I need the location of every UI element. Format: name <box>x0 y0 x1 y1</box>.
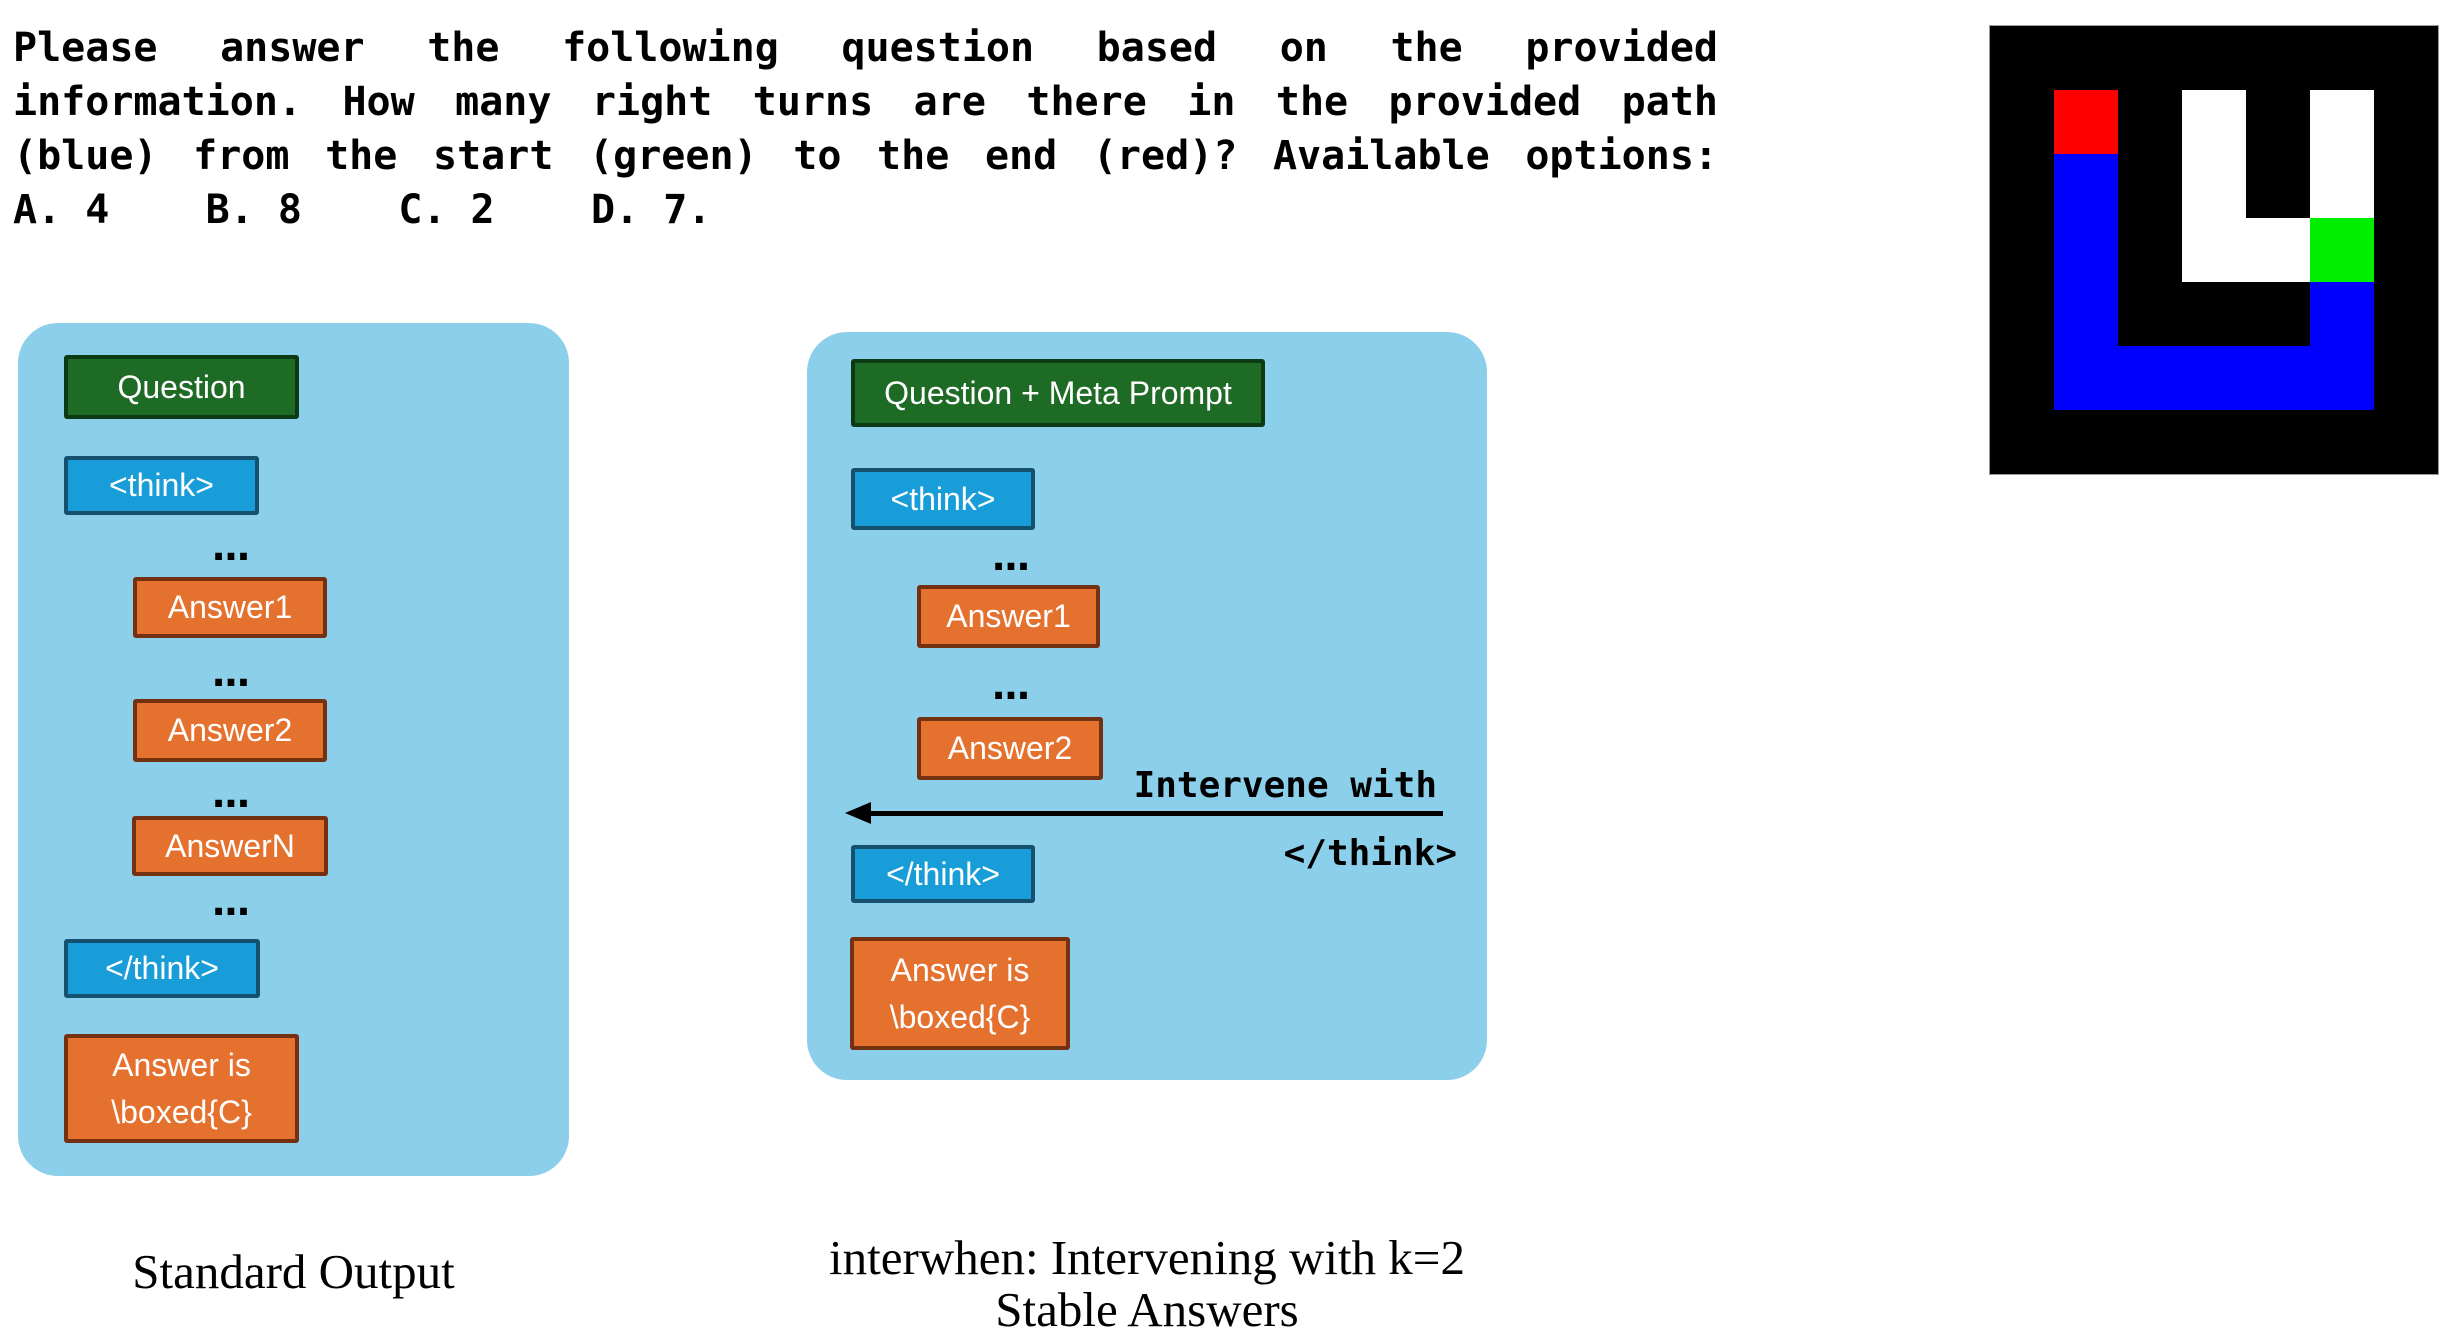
maze-cell <box>2118 26 2182 90</box>
left-caption: Standard Output <box>132 1244 455 1299</box>
right-caption: interwhen: Intervening with k=2 Stable A… <box>807 1232 1487 1336</box>
maze-cell <box>2054 218 2118 282</box>
maze-cell <box>1990 410 2054 474</box>
ellipsis: ... <box>211 772 250 816</box>
question-text: Please answer the following question bas… <box>13 21 1718 237</box>
maze-cell <box>2118 218 2182 282</box>
answer1-box: Answer1 <box>133 577 327 638</box>
intervene-arrow-line <box>868 811 1443 816</box>
question-line-1: Please answer the following question bas… <box>13 25 1718 71</box>
ellipsis: ... <box>991 664 1030 708</box>
question-box: Question <box>64 355 299 419</box>
intervene-with-label: Intervene with <box>1133 765 1437 806</box>
ellipsis: ... <box>991 535 1030 579</box>
question-line-2: information. How many right turns are th… <box>13 79 1718 125</box>
maze-cell <box>2310 218 2374 282</box>
maze-cell <box>2310 26 2374 90</box>
final-answer-line2: \boxed{C} <box>111 1093 252 1130</box>
ellipsis: ... <box>211 651 250 695</box>
final-answer-line1: Answer is <box>890 951 1030 988</box>
maze-cell <box>2182 26 2246 90</box>
ellipsis: ... <box>211 525 250 569</box>
maze-cell <box>2054 346 2118 410</box>
question-options-line: A. 4 B. 8 C. 2 D. 7. <box>13 187 712 233</box>
maze-cell <box>2246 218 2310 282</box>
maze-cell <box>2246 26 2310 90</box>
maze-cell <box>2246 90 2310 154</box>
intervene-arrow-head-icon <box>845 802 871 824</box>
final-answer-box: Answer is \boxed{C} <box>850 937 1070 1050</box>
maze-cell <box>1990 346 2054 410</box>
answer2-box: Answer2 <box>133 699 327 762</box>
maze-cell <box>2182 346 2246 410</box>
maze-cell <box>2374 410 2438 474</box>
think-close-box: </think> <box>851 845 1035 903</box>
right-caption-line2: Stable Answers <box>995 1282 1299 1337</box>
maze-cell <box>2118 154 2182 218</box>
answerN-box: AnswerN <box>132 816 328 876</box>
think-close-box: </think> <box>64 939 260 998</box>
maze-cell <box>2246 282 2310 346</box>
maze-cell <box>2054 282 2118 346</box>
question-line-3: (blue) from the start (green) to the end… <box>13 133 1718 179</box>
maze-cell <box>2118 346 2182 410</box>
maze-cell <box>2374 26 2438 90</box>
maze-cell <box>2118 282 2182 346</box>
maze-cell <box>1990 154 2054 218</box>
final-answer-line1: Answer is <box>112 1046 251 1083</box>
maze-cell <box>2246 154 2310 218</box>
answer2-box: Answer2 <box>917 717 1103 780</box>
maze-cell <box>2182 154 2246 218</box>
maze-cell <box>2054 90 2118 154</box>
maze-cell <box>2182 90 2246 154</box>
maze-cell <box>2374 282 2438 346</box>
maze-cell <box>2182 410 2246 474</box>
maze-cell <box>2118 410 2182 474</box>
maze-cell <box>2054 154 2118 218</box>
maze-cell <box>2310 410 2374 474</box>
question-meta-prompt-box: Question + Meta Prompt <box>851 359 1265 427</box>
maze-cell <box>1990 90 2054 154</box>
think-open-box: <think> <box>64 456 259 515</box>
maze-cell <box>2118 90 2182 154</box>
final-answer-box: Answer is \boxed{C} <box>64 1034 299 1143</box>
maze-cell <box>2310 90 2374 154</box>
maze-cell <box>2374 218 2438 282</box>
maze-cell <box>2374 346 2438 410</box>
maze-image <box>1989 25 2439 475</box>
answer1-box: Answer1 <box>917 585 1100 648</box>
maze-cell <box>2310 154 2374 218</box>
maze-cell <box>2310 346 2374 410</box>
maze-cell <box>2374 90 2438 154</box>
right-caption-line1: interwhen: Intervening with k=2 <box>829 1230 1465 1285</box>
maze-cell <box>1990 282 2054 346</box>
maze-cell <box>2054 26 2118 90</box>
maze-cell <box>1990 218 2054 282</box>
ellipsis: ... <box>211 880 250 924</box>
maze-cell <box>2310 282 2374 346</box>
maze-cell <box>2374 154 2438 218</box>
maze-cell <box>2182 282 2246 346</box>
maze-cell <box>2182 218 2246 282</box>
maze-cell <box>2246 346 2310 410</box>
intervene-think-token: </think> <box>1283 833 1457 874</box>
maze-cell <box>2246 410 2310 474</box>
final-answer-line2: \boxed{C} <box>889 998 1031 1035</box>
maze-cell <box>1990 26 2054 90</box>
think-open-box: <think> <box>851 468 1035 530</box>
maze-cell <box>2054 410 2118 474</box>
